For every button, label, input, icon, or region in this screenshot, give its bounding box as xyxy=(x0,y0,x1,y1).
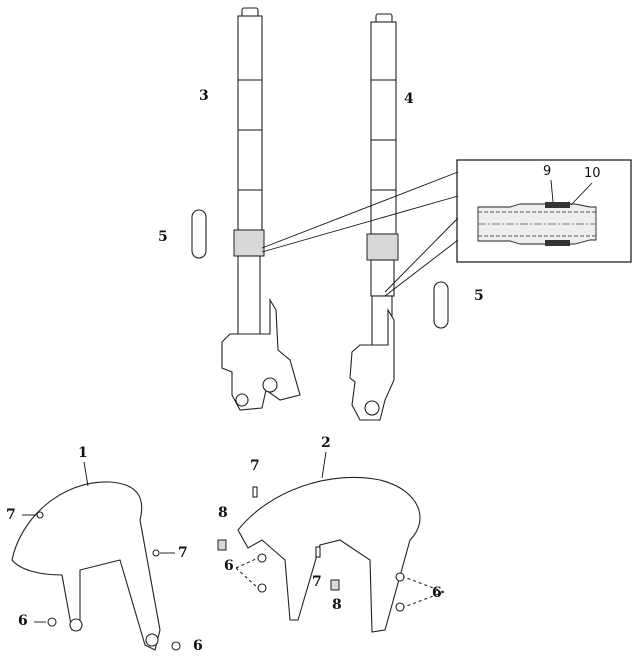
label-fender-standard: 1 xyxy=(78,445,88,461)
label-screw: 7 xyxy=(178,545,188,561)
label-bolt: 6 xyxy=(224,558,234,574)
label-detail-ring: 10 xyxy=(584,166,601,181)
front-fork-right xyxy=(349,13,399,421)
fork-guard-right xyxy=(433,281,449,329)
fork-guard-left xyxy=(191,209,207,259)
label-guard-right: 5 xyxy=(474,288,484,304)
label-nut: 8 xyxy=(332,597,342,613)
front-fork-left xyxy=(221,7,301,411)
seal-detail-inset xyxy=(261,159,632,297)
front-fender-standard xyxy=(11,461,181,651)
label-nut: 8 xyxy=(218,505,228,521)
label-bolt: 6 xyxy=(193,638,203,654)
label-bolt: 6 xyxy=(18,613,28,629)
label-screw: 7 xyxy=(6,507,16,523)
label-bolt: 6 xyxy=(432,585,442,601)
front-fender-sport xyxy=(217,451,445,633)
label-fork-left: 3 xyxy=(199,88,209,104)
label-screw: 7 xyxy=(250,458,260,474)
label-fork-right: 4 xyxy=(404,91,414,107)
label-guard-left: 5 xyxy=(158,229,168,245)
label-screw: 7 xyxy=(312,574,322,590)
label-detail-seal: 9 xyxy=(543,164,552,179)
label-fender-sport: 2 xyxy=(321,435,331,451)
